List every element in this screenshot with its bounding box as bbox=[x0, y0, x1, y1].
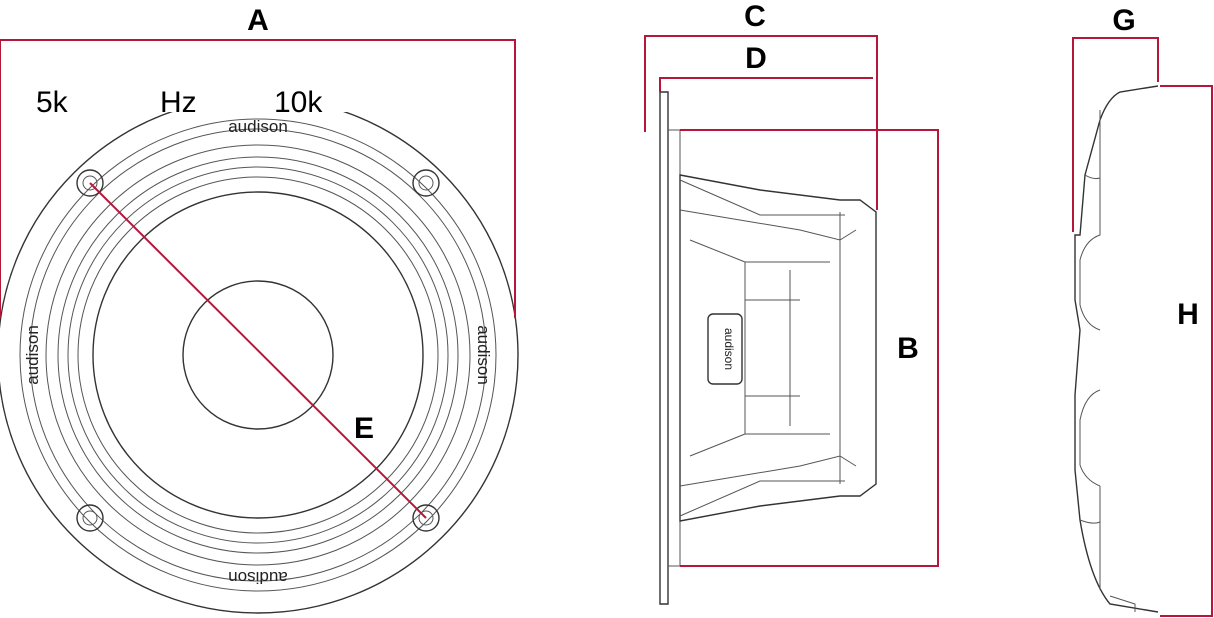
brand-logo-left: audison bbox=[23, 325, 42, 385]
dimension-g-bracket bbox=[1072, 37, 1159, 232]
scale-label-hz: Hz bbox=[160, 86, 197, 119]
dimension-b-bracket bbox=[680, 129, 939, 567]
edge-outline bbox=[1074, 85, 1159, 613]
cone-outer bbox=[92, 191, 424, 519]
dimension-a-bracket bbox=[0, 39, 516, 318]
dimension-label-c: C bbox=[744, 0, 766, 33]
surround-ring-3 bbox=[67, 166, 449, 544]
side-flange bbox=[659, 91, 669, 605]
dimension-label-g: G bbox=[1112, 4, 1135, 37]
front-view: audison audison audison audison 5k Hz 10… bbox=[0, 86, 519, 614]
dimension-e-line bbox=[89, 182, 427, 519]
dimension-label-e: E bbox=[354, 412, 374, 445]
dimension-c-bracket bbox=[644, 35, 878, 210]
brand-logo-right: audison bbox=[474, 325, 493, 385]
scale-label-10k: 10k bbox=[274, 86, 323, 119]
front-rim-inner-2 bbox=[29, 128, 487, 582]
side-basket-outline bbox=[679, 174, 877, 522]
surround-ring-1 bbox=[45, 144, 471, 566]
dust-cap bbox=[182, 280, 334, 430]
edge-view bbox=[1074, 85, 1159, 613]
brand-logo-bottom: audison bbox=[228, 568, 288, 587]
front-rim-inner bbox=[19, 118, 497, 592]
dimension-label-a: A bbox=[247, 4, 269, 37]
side-view: audison bbox=[659, 91, 877, 605]
dimension-h-bracket bbox=[1160, 85, 1213, 617]
surround-ring-4 bbox=[77, 176, 439, 534]
brand-logo-side: audison bbox=[722, 328, 736, 370]
mounting-hole-top-right bbox=[412, 169, 440, 197]
mounting-hole-bottom-right bbox=[412, 504, 440, 532]
side-brand-badge bbox=[707, 313, 743, 385]
brand-logo-top: audison bbox=[228, 117, 288, 136]
dimension-label-b: B bbox=[897, 332, 919, 365]
dimension-label-d: D bbox=[745, 42, 767, 75]
surround-ring-2 bbox=[57, 156, 459, 554]
dimension-label-h: H bbox=[1177, 298, 1199, 331]
scale-label-5k: 5k bbox=[36, 86, 69, 119]
mounting-hole-top-left bbox=[76, 169, 104, 197]
mounting-hole-bottom-left bbox=[76, 504, 104, 532]
dimension-d-bracket bbox=[659, 77, 873, 92]
